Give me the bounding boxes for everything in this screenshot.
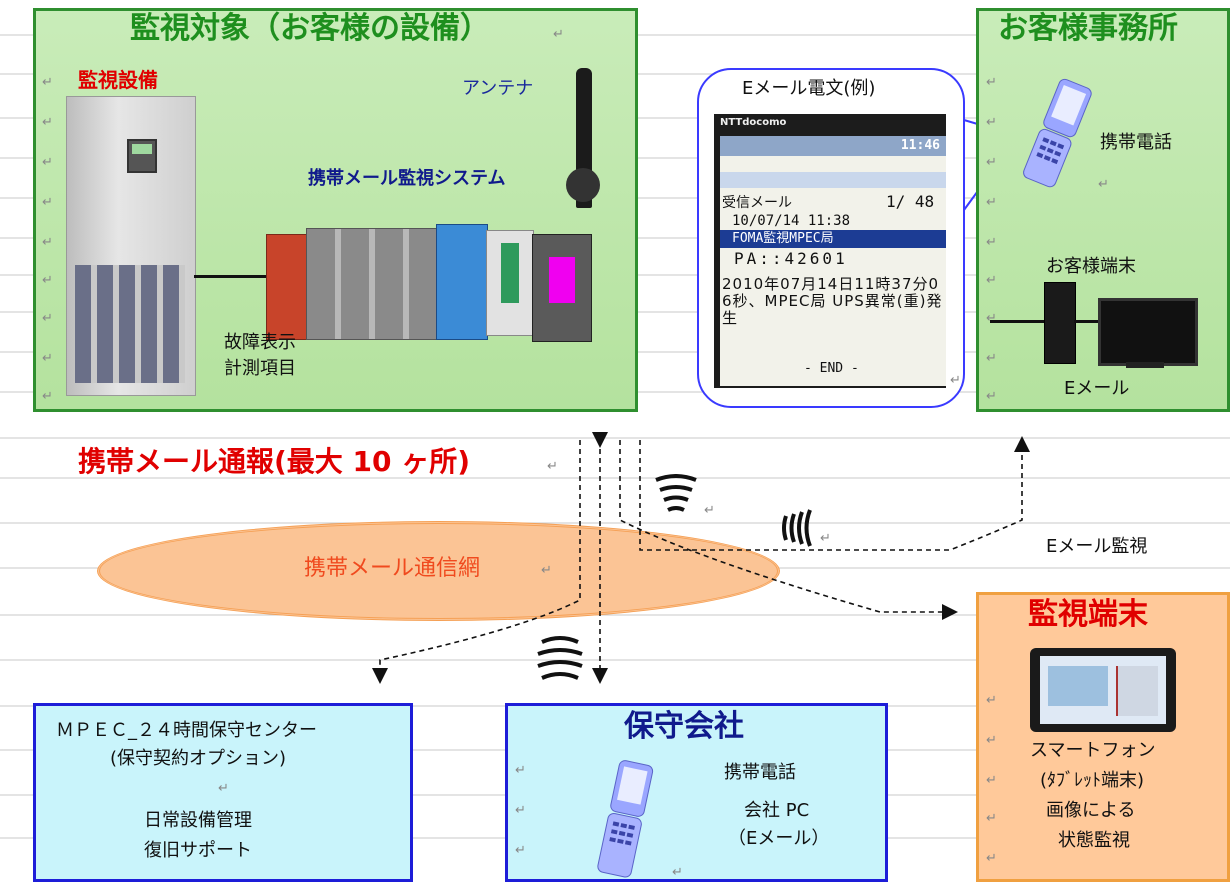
return-mark: ↵: [42, 75, 53, 90]
mobile-phone-icon: [1023, 78, 1092, 188]
mpec-center-line-3: 日常設備管理: [144, 810, 252, 831]
return-mark: ↵: [218, 781, 229, 796]
return-mark: ↵: [42, 389, 53, 404]
equipment-label: 監視設備: [78, 68, 158, 92]
return-mark: ↵: [42, 235, 53, 250]
carrier-logo: NTTdocomo: [720, 117, 787, 128]
return-mark: ↵: [986, 733, 997, 748]
monitor-line-2: (ﾀﾌﾞﾚｯﾄ端末): [1040, 770, 1145, 791]
cable-line: [194, 275, 266, 278]
maintenance-mobile-label: 携帯電話: [724, 762, 796, 783]
return-mark: ↵: [42, 351, 53, 366]
mpec-center-panel: [33, 703, 413, 882]
signal-waves-icon: [782, 509, 812, 547]
return-mark: ↵: [704, 503, 715, 518]
return-mark: ↵: [42, 311, 53, 326]
return-mark: ↵: [986, 773, 997, 788]
monitoring-terminal-title: 監視端末: [1028, 597, 1148, 632]
phone-screen: NTTdocomo 11:46 受信メール 1/ 48 10/07/14 11:…: [714, 114, 946, 388]
return-mark: ↵: [515, 803, 526, 818]
mpec-center-line-4: 復旧サポート: [144, 840, 252, 861]
mail-subject: PA::42601: [734, 249, 848, 268]
folder-label: 受信メール: [722, 195, 792, 211]
mail-network-ellipse: [97, 521, 780, 621]
return-mark: ↵: [986, 115, 997, 130]
return-mark: ↵: [42, 273, 53, 288]
signal-waves-icon: [537, 636, 583, 680]
maintenance-company-title: 保守会社: [624, 709, 744, 744]
mail-datetime: 10/07/14 11:38: [732, 213, 851, 229]
email-watch-label: Eメール監視: [1046, 536, 1148, 557]
return-mark: ↵: [42, 115, 53, 130]
mail-counter: 1/ 48: [886, 192, 935, 211]
monitor-line-3: 画像による: [1046, 800, 1136, 821]
mpec-center-line-2: (保守契約オプション): [110, 748, 287, 769]
maintenance-pc-sub: （Eメール）: [728, 828, 830, 849]
return-mark: ↵: [541, 563, 552, 578]
clock: 11:46: [900, 138, 940, 153]
maintenance-company-panel: [505, 703, 888, 882]
antenna-base: [566, 168, 600, 202]
mobile-phone-icon: [597, 760, 654, 878]
return-mark: ↵: [986, 851, 997, 866]
notify-title: 携帯メール通報(最大 10 ヶ所): [78, 445, 471, 478]
email-sample-caption: Eメール電文(例): [742, 78, 876, 99]
desktop-tower-icon: [1044, 282, 1076, 364]
maintenance-pc-label: 会社 PC: [744, 800, 810, 821]
customer-email-label: Eメール: [1064, 378, 1130, 399]
vent-grille: [75, 265, 185, 383]
return-mark: ↵: [950, 373, 961, 388]
ups-cabinet-image: [66, 96, 196, 396]
monitor-line-4: 状態監視: [1058, 830, 1130, 851]
return-mark: ↵: [986, 389, 997, 404]
return-mark: ↵: [515, 843, 526, 858]
return-mark: ↵: [42, 195, 53, 210]
mail-monitor-system-label: 携帯メール監視システム: [308, 168, 506, 189]
return-mark: ↵: [986, 693, 997, 708]
mail-body: 2010年07月14日11時37分06秒、MPEC局 UPS異常(重)発生: [722, 275, 943, 327]
return-mark: ↵: [1098, 177, 1109, 192]
fault-display-label: 故障表示: [224, 332, 296, 353]
antenna-label: アンテナ: [462, 78, 534, 99]
return-mark: ↵: [515, 763, 526, 778]
signal-waves-icon: [655, 474, 697, 512]
control-panel-icon: [127, 139, 157, 173]
return-mark: ↵: [986, 75, 997, 90]
customer-terminal-label: お客様端末: [1046, 256, 1136, 277]
return-mark: ↵: [547, 459, 558, 474]
return-mark: ↵: [672, 865, 683, 880]
return-mark: ↵: [986, 155, 997, 170]
return-mark: ↵: [986, 195, 997, 210]
return-mark: ↵: [553, 27, 564, 42]
plc-rack-image: [266, 220, 596, 342]
return-mark: ↵: [986, 311, 997, 326]
return-mark: ↵: [986, 235, 997, 250]
customer-office-title: お客様事務所: [998, 11, 1178, 46]
return-mark: ↵: [820, 531, 831, 546]
monitoring-terminal-panel: [976, 592, 1230, 882]
tablet-icon: [1030, 648, 1176, 732]
return-mark: ↵: [42, 155, 53, 170]
return-mark: ↵: [986, 811, 997, 826]
monitored-target-title: 監視対象（お客様の設備）: [130, 11, 490, 46]
return-mark: ↵: [986, 351, 997, 366]
customer-mobile-label: 携帯電話: [1100, 132, 1172, 153]
return-mark: ↵: [986, 273, 997, 288]
mail-end: - END -: [804, 361, 859, 376]
mpec-center-line-1: ＭＰＥＣ_２４時間保守センター: [56, 720, 317, 741]
monitor-line-1: スマートフォン: [1030, 740, 1156, 761]
measurement-items-label: 計測項目: [224, 358, 296, 379]
mail-network-label: 携帯メール通信網: [304, 556, 481, 581]
mail-sender: FOMA監視MPEC局: [732, 231, 834, 246]
